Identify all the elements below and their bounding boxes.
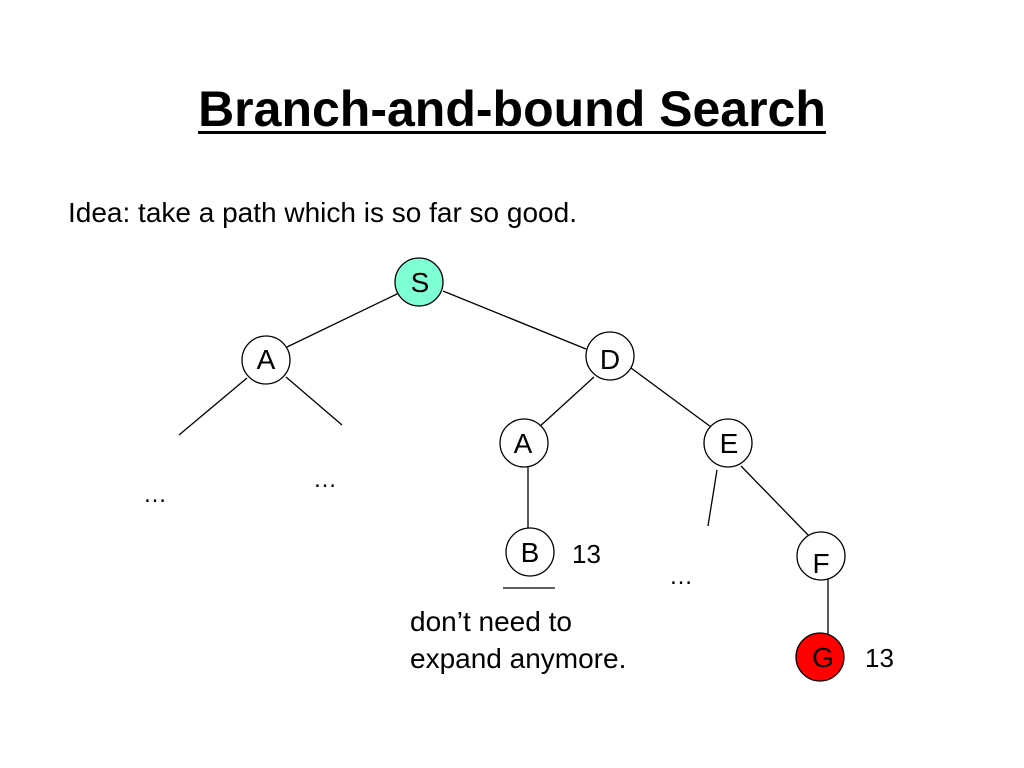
node-B-circle: [505, 527, 555, 577]
node-B: B: [505, 527, 555, 577]
prune-note: don’t need to expand anymore.: [410, 603, 626, 677]
node-F-label: F: [812, 548, 829, 579]
slide-title-text: Branch-and-bound Search: [198, 81, 826, 137]
prune-note-line-1: don’t need to: [410, 606, 572, 637]
idea-text: Idea: take a path which is so far so goo…: [68, 197, 577, 228]
node-S: S: [394, 257, 444, 307]
edge-S-A: [286, 292, 400, 348]
node-A-label: A: [257, 344, 276, 375]
edge-S-D: [442, 290, 587, 350]
node-F: F: [796, 531, 846, 581]
edge-A-left-stub: [178, 377, 248, 436]
node-E-circle: [703, 418, 753, 468]
edge-D-A: [537, 376, 595, 429]
slide-title: Branch-and-bound Search: [0, 78, 1024, 140]
node-A-circle: [241, 335, 291, 385]
node-D-circle: [585, 331, 635, 381]
node-D: D: [585, 331, 635, 381]
edge-E-left-stub: [707, 469, 718, 527]
node-D-label: D: [600, 344, 620, 375]
edge-A-right-stub: [285, 376, 343, 426]
node-A-under-D: A: [499, 418, 549, 468]
node-E: E: [703, 418, 753, 468]
node-B-label: B: [521, 537, 540, 568]
edge-E-F: [740, 465, 811, 538]
edge-D-E: [630, 367, 712, 428]
node-E-label: E: [720, 428, 739, 459]
ellipsis-right: …: [669, 563, 693, 590]
node-A-under-D-circle: [499, 418, 549, 468]
node-G-label: G: [812, 642, 834, 673]
node-G-circle: [795, 632, 845, 682]
node-A: A: [241, 335, 291, 385]
cost-label-B: 13: [572, 539, 601, 569]
node-A-under-D-label: A: [514, 428, 533, 459]
node-S-label: S: [411, 267, 430, 298]
ellipsis-middle: …: [313, 466, 337, 493]
node-S-circle: [394, 257, 444, 307]
cost-label-G: 13: [865, 643, 894, 673]
node-F-circle: [796, 531, 846, 581]
node-G: G: [795, 632, 845, 682]
prune-note-line-2: expand anymore.: [410, 643, 627, 674]
ellipsis-left: …: [143, 481, 167, 508]
